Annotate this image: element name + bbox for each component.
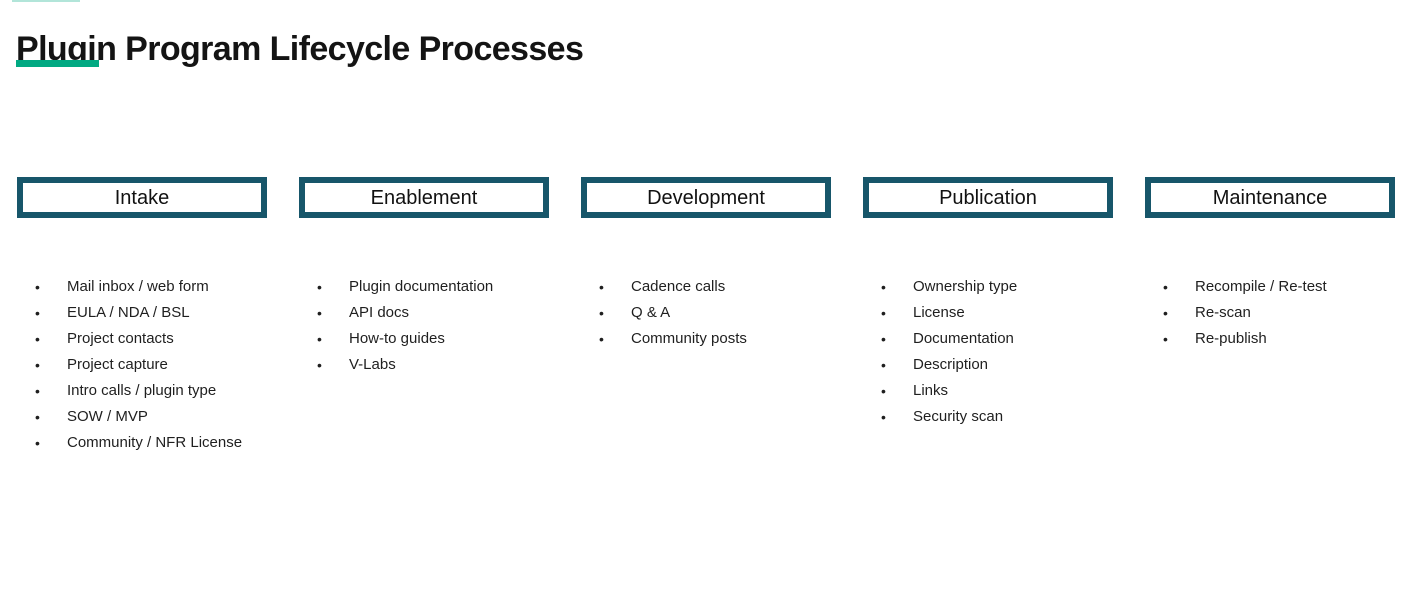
cropped-green-edge — [12, 0, 80, 2]
stage-header-label: Development — [647, 186, 765, 209]
stage-header-box: Enablement — [299, 177, 549, 218]
stage-column-maintenance: Maintenance Recompile / Re-testRe-scanRe… — [1145, 177, 1395, 456]
bullet-list: Plugin documentationAPI docsHow-to guide… — [299, 274, 549, 378]
page-title: Plugin Program Lifecycle Processes — [16, 29, 584, 68]
stage-header-label: Intake — [114, 186, 170, 209]
list-item: V-Labs — [299, 352, 549, 378]
list-item: Mail inbox / web form — [17, 274, 267, 300]
stage-column-publication: Publication Ownership typeLicenseDocumen… — [863, 177, 1113, 456]
list-item: Plugin documentation — [299, 274, 549, 300]
list-item: Project contacts — [17, 326, 267, 352]
list-item: API docs — [299, 300, 549, 326]
stage-header-label: Enablement — [370, 186, 478, 209]
bullet-list: Ownership typeLicenseDocumentationDescri… — [863, 274, 1113, 430]
stage-header-label: Maintenance — [1212, 186, 1328, 209]
bullet-list: Mail inbox / web formEULA / NDA / BSLPro… — [17, 274, 267, 456]
list-item: Community / NFR License — [17, 430, 267, 456]
list-item: Links — [863, 378, 1113, 404]
lifecycle-stage-columns: Intake Mail inbox / web formEULA / NDA /… — [17, 177, 1395, 456]
stage-header-box: Development — [581, 177, 831, 218]
list-item: Ownership type — [863, 274, 1113, 300]
list-item: Project capture — [17, 352, 267, 378]
bullet-list: Cadence callsQ & ACommunity posts — [581, 274, 831, 352]
stage-column-development: Development Cadence callsQ & ACommunity … — [581, 177, 831, 456]
list-item: Q & A — [581, 300, 831, 326]
stage-header-box: Maintenance — [1145, 177, 1395, 218]
title-accent-underline — [16, 60, 99, 67]
list-item: Community posts — [581, 326, 831, 352]
list-item: SOW / MVP — [17, 404, 267, 430]
stage-column-intake: Intake Mail inbox / web formEULA / NDA /… — [17, 177, 267, 456]
list-item: Description — [863, 352, 1113, 378]
list-item: How-to guides — [299, 326, 549, 352]
bullet-list: Recompile / Re-testRe-scanRe-publish — [1145, 274, 1395, 352]
list-item: Re-publish — [1145, 326, 1395, 352]
stage-header-box: Publication — [863, 177, 1113, 218]
list-item: Cadence calls — [581, 274, 831, 300]
list-item: Documentation — [863, 326, 1113, 352]
stage-header-label: Publication — [939, 186, 1037, 209]
list-item: Intro calls / plugin type — [17, 378, 267, 404]
list-item: License — [863, 300, 1113, 326]
stage-header-box: Intake — [17, 177, 267, 218]
list-item: Recompile / Re-test — [1145, 274, 1395, 300]
list-item: EULA / NDA / BSL — [17, 300, 267, 326]
list-item: Re-scan — [1145, 300, 1395, 326]
stage-column-enablement: Enablement Plugin documentationAPI docsH… — [299, 177, 549, 456]
list-item: Security scan — [863, 404, 1113, 430]
